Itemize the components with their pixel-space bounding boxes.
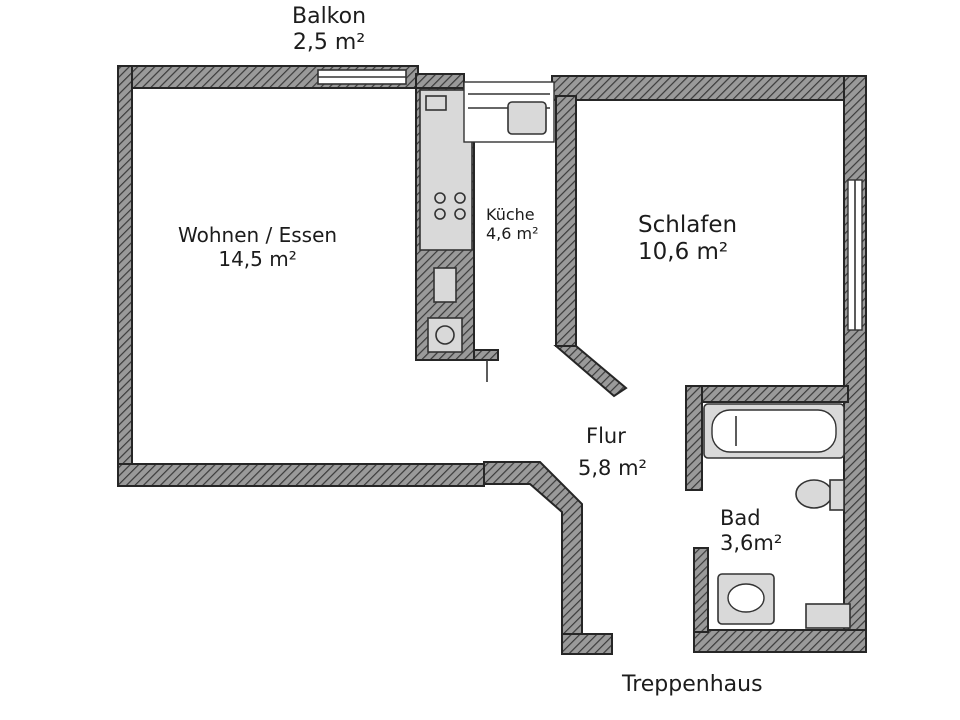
- wall-left: [117, 65, 133, 487]
- kitchen-small-box: [425, 95, 447, 111]
- kueche-area: 4,6 m²: [486, 223, 539, 243]
- flur-area: 5,8 m²: [578, 456, 647, 480]
- wohnen-name: Wohnen / Essen: [178, 223, 338, 247]
- label-balkon: Balkon 2,5 m²: [292, 4, 366, 56]
- wall-top-right: [551, 75, 865, 101]
- toilet-tank: [829, 479, 845, 511]
- wall-kitchen-right: [555, 95, 577, 347]
- balkon-area: 2,5 m²: [292, 29, 366, 55]
- balcony-window: [317, 69, 407, 85]
- wall-bath-left: [685, 385, 703, 491]
- washer-drum-icon: [435, 325, 455, 345]
- schlafen-area: 10,6 m²: [638, 239, 729, 266]
- stove-burner-1-icon: [434, 192, 446, 204]
- label-schlafen: Schlafen 10,6 m²: [638, 212, 737, 266]
- flur-name: Flur: [586, 424, 626, 448]
- treppenhaus-name: Treppenhaus: [622, 672, 763, 697]
- kitchen-block: [415, 81, 628, 398]
- label-bad: Bad 3,6m²: [720, 506, 782, 556]
- label-flur: Flur: [586, 424, 626, 449]
- wohnen-area: 14,5 m²: [218, 246, 297, 271]
- toilet-icon: [795, 479, 833, 509]
- wall-right: [843, 75, 867, 637]
- balkon-name: Balkon: [292, 4, 367, 29]
- bad-name: Bad: [720, 506, 761, 530]
- wall-bath-top: [685, 385, 849, 403]
- washbasin-bowl-icon: [727, 583, 765, 613]
- wall-kitchen-stub: [473, 349, 499, 361]
- schlafen-name: Schlafen: [638, 212, 738, 238]
- wall-door-angle: [553, 345, 628, 398]
- bedroom-window: [847, 179, 863, 331]
- bathroom-block: [685, 385, 851, 633]
- wall-bottom-diagonal: [483, 461, 583, 637]
- kueche-name: Küche: [486, 205, 535, 224]
- kitchen-sink: [507, 101, 547, 135]
- bad-area: 3,6m²: [720, 530, 783, 555]
- wall-bottom-left: [117, 463, 485, 487]
- bath-cabinet: [805, 603, 851, 629]
- stove-burner-3-icon: [434, 208, 446, 220]
- label-wohnen: Wohnen / Essen 14,5 m²: [178, 223, 338, 271]
- wall-door-jamb-left: [561, 633, 613, 655]
- label-flur-area: 5,8 m²: [578, 456, 647, 481]
- kitchen-washer: [427, 317, 463, 353]
- wall-bath-lower-left: [693, 547, 709, 633]
- stove-burner-4-icon: [454, 208, 466, 220]
- label-kueche: Küche 4,6 m²: [486, 205, 539, 244]
- stove-burner-2-icon: [454, 192, 466, 204]
- wall-bottom-bath: [693, 629, 867, 653]
- bathtub-basin: [711, 409, 837, 453]
- label-treppenhaus: Treppenhaus: [622, 672, 763, 698]
- kitchen-appliance: [433, 267, 457, 303]
